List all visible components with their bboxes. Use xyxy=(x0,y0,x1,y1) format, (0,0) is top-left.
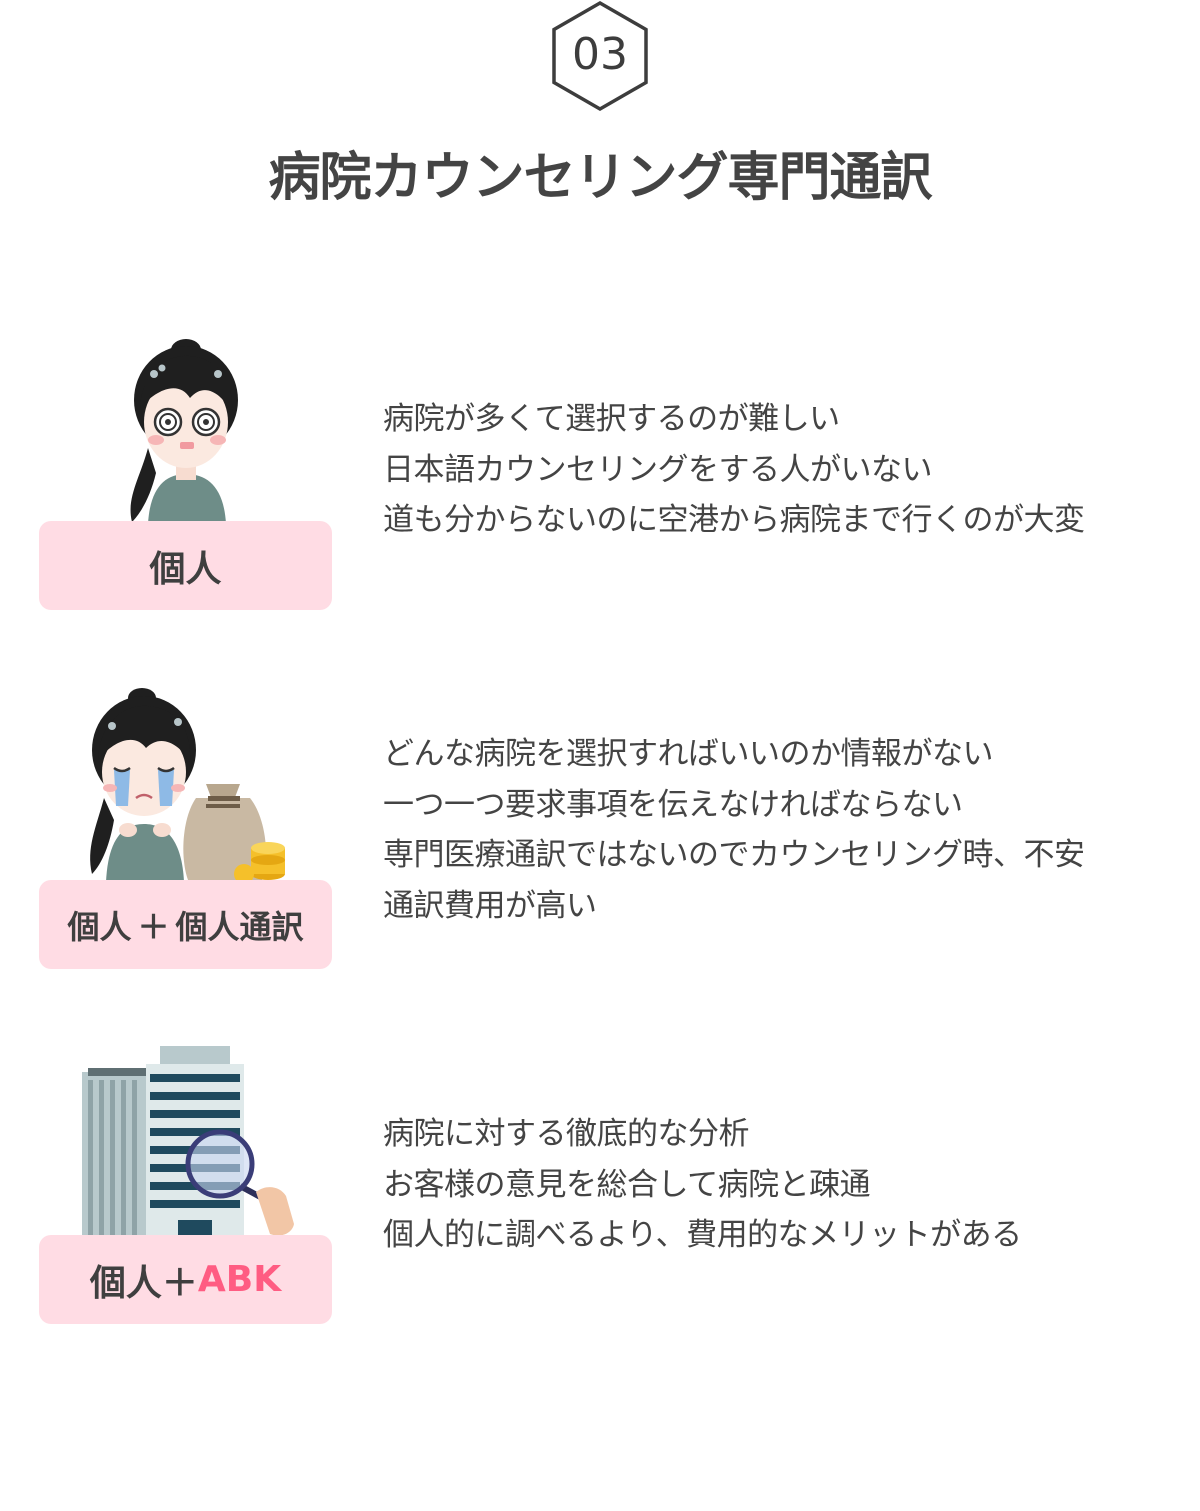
label-text: 個人 xyxy=(149,548,222,590)
list-item: 専門医療通訳ではないのでカウンセリング時、不安 xyxy=(383,837,1085,873)
pain-points-list: 病院が多くて選択するのが難しい 日本語カウンセリングをする人がいない 道も分から… xyxy=(383,394,1085,546)
label-text: 個人通訳 xyxy=(175,907,304,946)
list-item: 病院に対する徹底的な分析 xyxy=(383,1116,749,1152)
label-individual: 個人 xyxy=(39,521,332,610)
list-item: 通訳費用が高い xyxy=(383,887,597,924)
plus-sign: ＋ xyxy=(137,907,170,946)
brand-label: ABK xyxy=(197,1259,282,1300)
step-number: 03 xyxy=(572,29,628,80)
label-text: 個人 xyxy=(67,907,132,946)
crying-woman-money-illustration xyxy=(90,688,285,882)
list-item: 日本語カウンセリングをする人がいない xyxy=(383,451,932,488)
list-item: 一つ一つ要求事項を伝えなければならない xyxy=(383,786,963,823)
list-item: お客様の意見を総合して病院と疎通 xyxy=(383,1166,871,1203)
confused-woman-illustration xyxy=(130,339,238,524)
benefits-list: 病院に対する徹底的な分析 お客様の意見を総合して病院と疎通 個人的に調べるより、… xyxy=(383,1109,1022,1261)
plus-sign: ＋ xyxy=(161,1262,198,1304)
pain-points-list: どんな病院を選択すればいいのか情報がない 一つ一つ要求事項を伝えなければならない… xyxy=(383,729,1085,931)
list-item: 個人的に調べるより、費用的なメリットがある xyxy=(383,1217,1022,1253)
label-text: 個人 xyxy=(89,1262,162,1304)
list-item: どんな病院を選択すればいいのか情報がない xyxy=(383,736,993,772)
page-title: 病院カウンセリング専門通訳 xyxy=(268,148,932,208)
list-item: 道も分からないのに空港から病院まで行くのが大変 xyxy=(383,502,1085,538)
step-badge: 03 xyxy=(550,0,650,112)
hospital-building-magnifier-illustration xyxy=(82,1046,294,1238)
label-individual-plus-abk: 個人 ＋ ABK xyxy=(39,1235,332,1324)
label-individual-plus-interpreter: 個人 ＋ 個人通訳 xyxy=(39,880,332,969)
hexagon-icon xyxy=(552,0,648,112)
list-item: 病院が多くて選択するのが難しい xyxy=(383,401,840,437)
